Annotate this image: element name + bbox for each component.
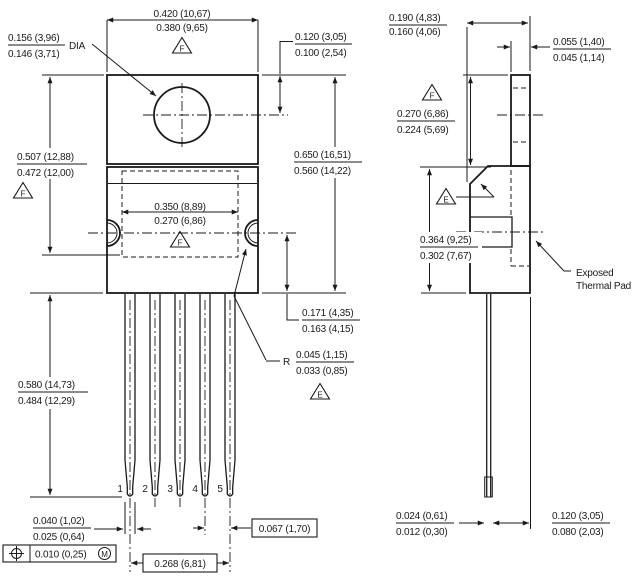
- dim-lead-thickness: 0.024 (0,61) 0.012 (0,30): [396, 511, 484, 538]
- span-value: 0.268 (6,81): [154, 559, 206, 570]
- side-notch-left-inner: [106, 222, 118, 244]
- dim-max: 0.055 (1,40): [553, 37, 605, 48]
- dim-package-depth: 0.190 (4,83) 0.160 (4,06): [389, 13, 531, 182]
- lead-1: [124, 294, 136, 497]
- dim-max: 0.350 (8,89): [154, 202, 206, 213]
- dim-min: 0.146 (3,71): [8, 49, 60, 60]
- dim-lead-to-back: 0.120 (3,05) 0.080 (2,03): [493, 297, 610, 538]
- flag-e-icon: E: [309, 382, 331, 400]
- dim-suffix: DIA: [69, 41, 86, 52]
- dim-lead-pitch: 0.067 (1,70): [193, 518, 318, 538]
- dim-max: 0.580 (14,73): [18, 380, 75, 391]
- dim-pad-width: 0.350 (8,89) 0.270 (6,86) F: [122, 202, 238, 248]
- dim-min: 0.163 (4,15): [302, 324, 354, 335]
- dim-max: 0.420 (10,67): [154, 9, 211, 20]
- dim-min: 0.484 (12,29): [18, 396, 75, 407]
- side-lead-tip: [484, 476, 493, 498]
- dim-min: 0.560 (14,22): [294, 166, 351, 177]
- flag-e-icon: E: [435, 187, 457, 205]
- dim-notch-radius: R 0.045 (1,15) 0.033 (0,85) E: [233, 248, 354, 400]
- svg-text:E: E: [317, 391, 322, 400]
- svg-text:F: F: [21, 190, 26, 199]
- svg-text:F: F: [178, 239, 183, 248]
- dim-max: 0.190 (4,83): [389, 13, 441, 24]
- dim-lead-length: 0.580 (14,73) 0.484 (12,29): [14, 292, 122, 498]
- dim-min: 0.045 (1,14): [553, 53, 605, 64]
- dim-max: 0.650 (16,51): [294, 150, 351, 161]
- front-body-outline: [106, 166, 259, 294]
- chamfer-flag: E: [435, 183, 495, 205]
- flag-f-icon: F: [171, 36, 193, 54]
- position-tolerance-icon: [9, 546, 24, 561]
- dim-min: 0.100 (2,54): [295, 48, 347, 59]
- side-view: [456, 74, 546, 498]
- dim-min: 0.302 (7,67): [420, 251, 472, 262]
- svg-text:F: F: [430, 92, 435, 101]
- flag-f-icon: F: [169, 230, 191, 248]
- dim-min: 0.472 (12,00): [17, 168, 74, 179]
- dim-hole-diameter: 0.156 (3,96) 0.146 (3,71) DIA: [8, 33, 157, 97]
- dim-min: 0.270 (6,86): [154, 216, 206, 227]
- side-tab-outline: [510, 74, 531, 167]
- dim-tab-width: 0.420 (10,67) 0.380 (9,65) F: [106, 6, 259, 72]
- dim-prefix: R: [283, 357, 290, 368]
- dim-side-tab-height: F 0.270 (6,86) 0.224 (5,69): [397, 74, 508, 168]
- dim-max: 0.507 (12,88): [17, 152, 74, 163]
- dim-min: 0.080 (2,03): [552, 527, 604, 538]
- lead-3: [174, 294, 186, 497]
- pitch-value: 0.067 (1,70): [259, 524, 311, 535]
- dim-body-height: 0.650 (16,51) 0.560 (14,22): [262, 74, 366, 294]
- svg-text:E: E: [443, 196, 448, 205]
- pin-number-1: 1: [117, 484, 123, 495]
- dim-max: 0.171 (4,35): [302, 308, 354, 319]
- side-notch-right-inner: [247, 222, 259, 244]
- pin-number-2: 2: [142, 484, 148, 495]
- front-tab-outline: [106, 74, 259, 165]
- dim-min: 0.224 (5,69): [397, 125, 449, 136]
- dim-notch-to-base: 0.171 (4,35) 0.163 (4,15): [284, 235, 360, 335]
- dim-min: 0.160 (4,06): [389, 27, 441, 38]
- dim-upper-body-height: 0.507 (12,88) 0.472 (12,00) F: [12, 74, 120, 256]
- dim-lead-width: 0.040 (1,02) 0.025 (0,64): [33, 502, 151, 543]
- front-view: 1 2 3 4 5: [88, 74, 296, 572]
- pin-number-5: 5: [217, 484, 223, 495]
- dim-max: 0.156 (3,96): [8, 33, 60, 44]
- pin-number-4: 4: [192, 484, 198, 495]
- dim-min: 0.380 (9,65): [156, 23, 208, 34]
- flag-f-icon: F: [12, 181, 34, 199]
- dim-side-body-height: 0.364 (9,25) 0.302 (7,67): [414, 169, 482, 294]
- dim-max: 0.270 (6,86): [397, 109, 449, 120]
- lead-4: [199, 294, 211, 497]
- dim-hole-position: 0.120 (3,05) 0.100 (2,54): [277, 32, 352, 113]
- mmc-icon: M: [98, 547, 111, 560]
- side-body-outline: [469, 165, 531, 294]
- svg-text:M: M: [101, 550, 108, 559]
- dim-max: 0.024 (0,61): [396, 511, 448, 522]
- leader-line: [91, 43, 157, 97]
- dim-max: 0.045 (1,15): [296, 350, 348, 361]
- flag-f-icon: F: [421, 83, 443, 101]
- dim-max: 0.040 (1,02): [33, 516, 85, 527]
- position-tolerance-frame: 0.010 (0,25) M: [2, 544, 117, 563]
- dim-max: 0.120 (3,05): [552, 511, 604, 522]
- tolerance-value: 0.010 (0,25): [35, 550, 87, 561]
- thermal-pad-label-line1: Exposed: [576, 268, 614, 279]
- dim-lead-span: 0.268 (6,81): [131, 553, 229, 573]
- thermal-pad-label-line2: Thermal Pad: [576, 281, 631, 292]
- dim-max: 0.120 (3,05): [295, 32, 347, 43]
- dim-tab-thickness: 0.055 (1,40) 0.045 (1,14): [497, 37, 611, 72]
- thermal-pad-callout: Exposed Thermal Pad: [535, 240, 631, 292]
- svg-text:F: F: [180, 45, 185, 54]
- pin-number-3: 3: [167, 484, 173, 495]
- lead-2: [149, 294, 161, 497]
- dim-max: 0.364 (9,25): [420, 235, 472, 246]
- dim-min: 0.025 (0,64): [33, 532, 85, 543]
- dim-min: 0.033 (0,85): [296, 366, 348, 377]
- lead-5: [224, 294, 236, 497]
- dim-min: 0.012 (0,30): [396, 527, 448, 538]
